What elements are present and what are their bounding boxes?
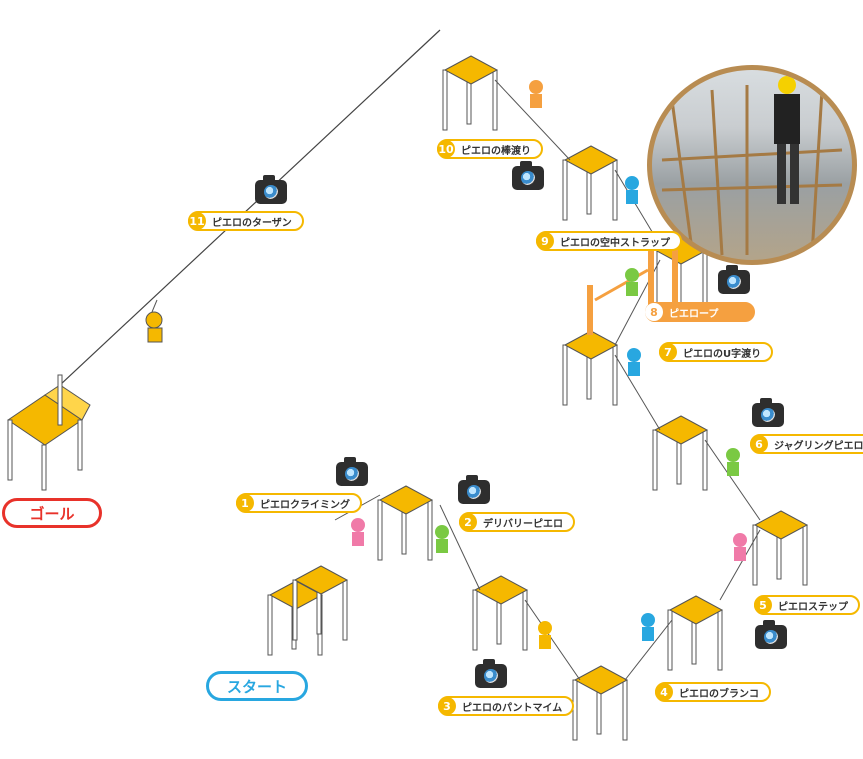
station-label-5: 5 ピエロステップ bbox=[754, 595, 860, 615]
camera-icon[interactable] bbox=[755, 620, 787, 649]
station-label-9: 9 ピエロの空中ストラップ bbox=[536, 231, 682, 251]
start-label: スタート bbox=[206, 671, 308, 701]
platform bbox=[652, 415, 708, 491]
station-name: ピエロステップ bbox=[778, 601, 848, 613]
station-label-8: 8 ピエロープ bbox=[645, 302, 755, 322]
station-label-3: 3 ピエロのパントマイム bbox=[438, 696, 575, 716]
figure-station-9 bbox=[625, 176, 639, 204]
figure-station-7 bbox=[627, 348, 641, 376]
figure-station-1 bbox=[351, 518, 365, 546]
station-label-4: 4 ピエロのブランコ bbox=[655, 682, 771, 702]
zipline-rider bbox=[145, 299, 163, 343]
station-number: 4 bbox=[655, 683, 673, 701]
station-label-1: 1 ピエロクライミング bbox=[236, 493, 362, 513]
station-name: ピエロープ bbox=[669, 308, 719, 320]
platform bbox=[752, 510, 808, 586]
station-number: 9 bbox=[536, 232, 554, 250]
station-name: ピエロの空中ストラップ bbox=[560, 237, 670, 249]
station-name: デリバリーピエロ bbox=[483, 518, 563, 530]
station-label-6: 6 ジャグリングピエロ bbox=[750, 434, 863, 454]
station-number: 5 bbox=[754, 596, 772, 614]
camera-icon[interactable] bbox=[512, 161, 544, 190]
station-name: ピエロのブランコ bbox=[679, 688, 759, 700]
station-number: 1 bbox=[236, 494, 254, 512]
goal-platform bbox=[7, 374, 91, 491]
station-number: 7 bbox=[659, 343, 677, 361]
camera-icon[interactable] bbox=[475, 659, 507, 688]
photo-rope-scene bbox=[661, 76, 843, 256]
zip-line bbox=[59, 29, 441, 386]
station-name: ジャグリングピエロ bbox=[774, 440, 863, 452]
station-label-10: 10 ピエロの棒渡り bbox=[437, 139, 543, 159]
station-number: 2 bbox=[459, 513, 477, 531]
platform bbox=[572, 665, 628, 741]
camera-icon[interactable] bbox=[458, 475, 490, 504]
platform bbox=[472, 575, 528, 651]
station-name: ピエロのU字渡り bbox=[683, 348, 762, 360]
platform bbox=[377, 485, 433, 561]
figure-station-10 bbox=[529, 80, 543, 108]
figure-station-2 bbox=[435, 525, 449, 553]
platform bbox=[667, 595, 723, 671]
camera-icon[interactable] bbox=[752, 398, 784, 427]
station-label-7: 7 ピエロのU字渡り bbox=[659, 342, 774, 362]
station-number: 6 bbox=[750, 435, 768, 453]
figure-station-3 bbox=[538, 621, 552, 649]
figure-station-4 bbox=[641, 613, 655, 641]
platform bbox=[562, 330, 618, 406]
platform-top bbox=[442, 55, 498, 131]
station-number: 3 bbox=[438, 697, 456, 715]
camera-icon[interactable] bbox=[255, 175, 287, 204]
station-name: ピエロのターザン bbox=[212, 217, 292, 229]
photo-inset bbox=[647, 65, 857, 265]
platform bbox=[562, 145, 618, 221]
station-name: ピエロクライミング bbox=[260, 499, 350, 511]
figure-station-8 bbox=[625, 268, 639, 296]
station-name: ピエロの棒渡り bbox=[461, 145, 531, 157]
goal-label: ゴール bbox=[2, 498, 102, 528]
station-number: 11 bbox=[188, 212, 206, 230]
station-label-2: 2 デリバリーピエロ bbox=[459, 512, 575, 532]
station-name: ピエロのパントマイム bbox=[462, 702, 563, 714]
camera-icon[interactable] bbox=[336, 457, 368, 486]
station-number: 8 bbox=[645, 303, 663, 321]
figure-station-5 bbox=[733, 533, 747, 561]
station-label-11: 11 ピエロのターザン bbox=[188, 211, 304, 231]
camera-icon[interactable] bbox=[718, 265, 750, 294]
rope-frame-orange bbox=[587, 235, 678, 335]
figure-station-6 bbox=[726, 448, 740, 476]
station-number: 10 bbox=[437, 140, 455, 158]
